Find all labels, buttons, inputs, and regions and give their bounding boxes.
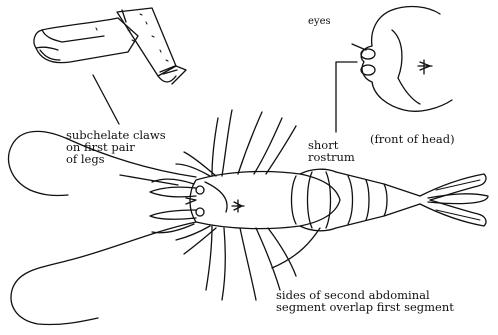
rostrum-leader-line: [336, 62, 357, 132]
claw-leader-line: [93, 75, 119, 124]
segment-label-line-2: segment overlap first segment: [276, 301, 454, 313]
eyes-label-text: eyes: [308, 16, 331, 28]
claws-label: subchelate claws on first pair of legs: [66, 129, 166, 165]
eyes-label: eyes: [308, 16, 331, 28]
front-of-head-label-text: (front of head): [370, 133, 455, 145]
head-front-drawing: [352, 7, 452, 112]
claw-detail-drawing: [34, 8, 186, 84]
segment-label: sides of second abdominal segment overla…: [276, 289, 454, 313]
front-of-head-label: (front of head): [370, 133, 455, 145]
rostrum-label-line-2: rostrum: [308, 151, 355, 163]
claws-label-line-3: of legs: [66, 153, 166, 165]
segment-leader-line: [272, 228, 320, 268]
claw-label-leader: [120, 175, 178, 185]
rostrum-label: short rostrum: [308, 139, 355, 163]
